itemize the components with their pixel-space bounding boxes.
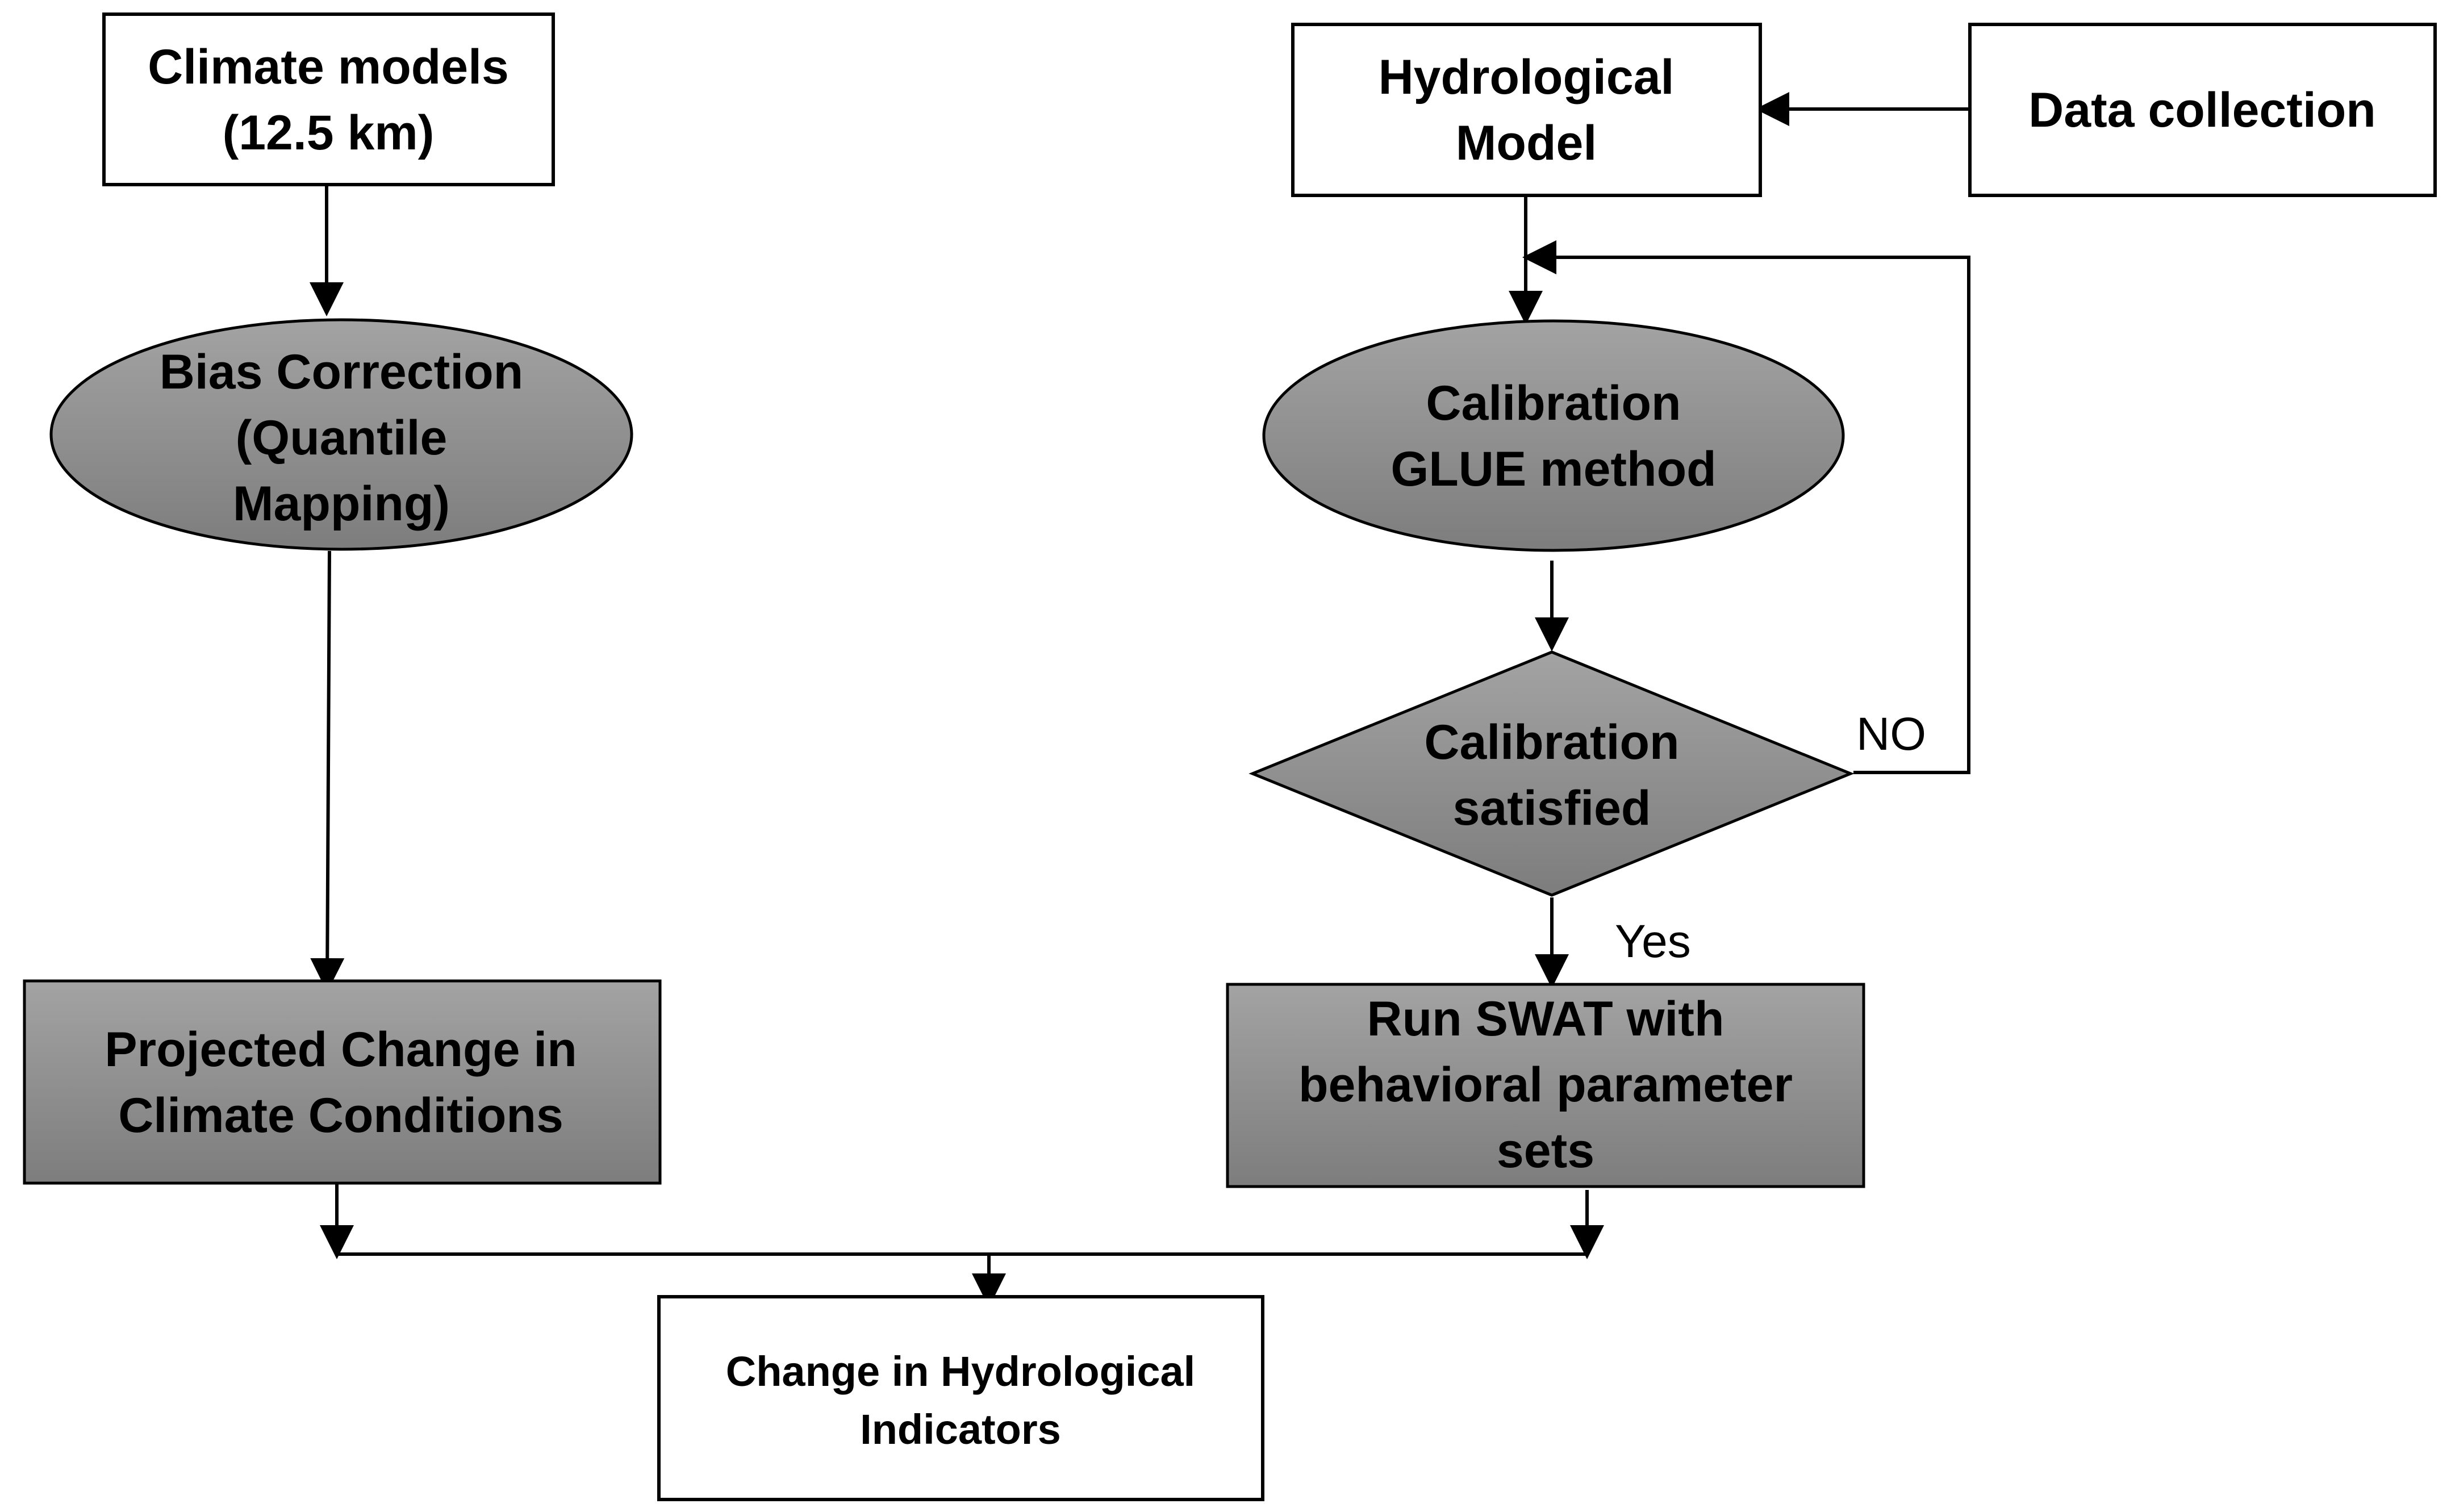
hydrological-model-line-1: Hydrological [1379,50,1675,105]
yes-label: Yes [1615,916,1691,967]
projected-change-box: Projected Change in Climate Conditions [23,979,662,1185]
no-label: NO [1856,708,1926,760]
calibration-satisfied-diamond: Calibration satisfied [1249,650,1855,897]
data-collection-line-1: Data collection [2028,83,2376,137]
bias-correction-line-2: (Quantile [236,411,448,465]
arrow-bias-to-projected [310,550,345,992]
run-swat-text: Run SWAT with behavioral parameter sets [1298,992,1793,1178]
arrow-no-loop [1522,240,1970,774]
hydrological-model-line-2: Model [1456,116,1597,170]
change-hydrological-line-1: Change in Hydrological [726,1348,1195,1395]
climate-models-text: Climate models (12.5 km) [148,40,509,160]
run-swat-line-2: behavioral parameter [1298,1058,1793,1112]
projected-change-line-2: Climate Conditions [118,1088,563,1143]
data-collection-box: Data collection [1968,23,2437,197]
run-swat-line-3: sets [1497,1123,1594,1178]
connectors [310,92,1970,1308]
climate-models-box: Climate models (12.5 km) [102,12,555,186]
data-collection-text: Data collection [2028,83,2376,137]
calibration-satisfied-line-1: Calibration [1424,715,1679,770]
run-swat-line-1: Run SWAT with [1367,992,1725,1046]
climate-models-line-1: Climate models [148,40,509,94]
change-hydrological-line-2: Indicators [860,1406,1061,1453]
calibration-satisfied-text: Calibration satisfied [1424,715,1679,836]
projected-change-text: Projected Change in Climate Conditions [105,1022,577,1143]
calibration-glue-line-1: Calibration [1426,376,1681,431]
bias-correction-line-3: Mapping) [233,477,450,531]
climate-models-line-2: (12.5 km) [223,106,435,160]
bias-correction-line-1: Bias Correction [160,345,523,399]
projected-change-line-1: Projected Change in [105,1022,577,1077]
run-swat-box: Run SWAT with behavioral parameter sets [1226,983,1865,1188]
calibration-satisfied-line-2: satisfied [1453,781,1651,836]
calibration-glue-line-2: GLUE method [1391,442,1716,496]
